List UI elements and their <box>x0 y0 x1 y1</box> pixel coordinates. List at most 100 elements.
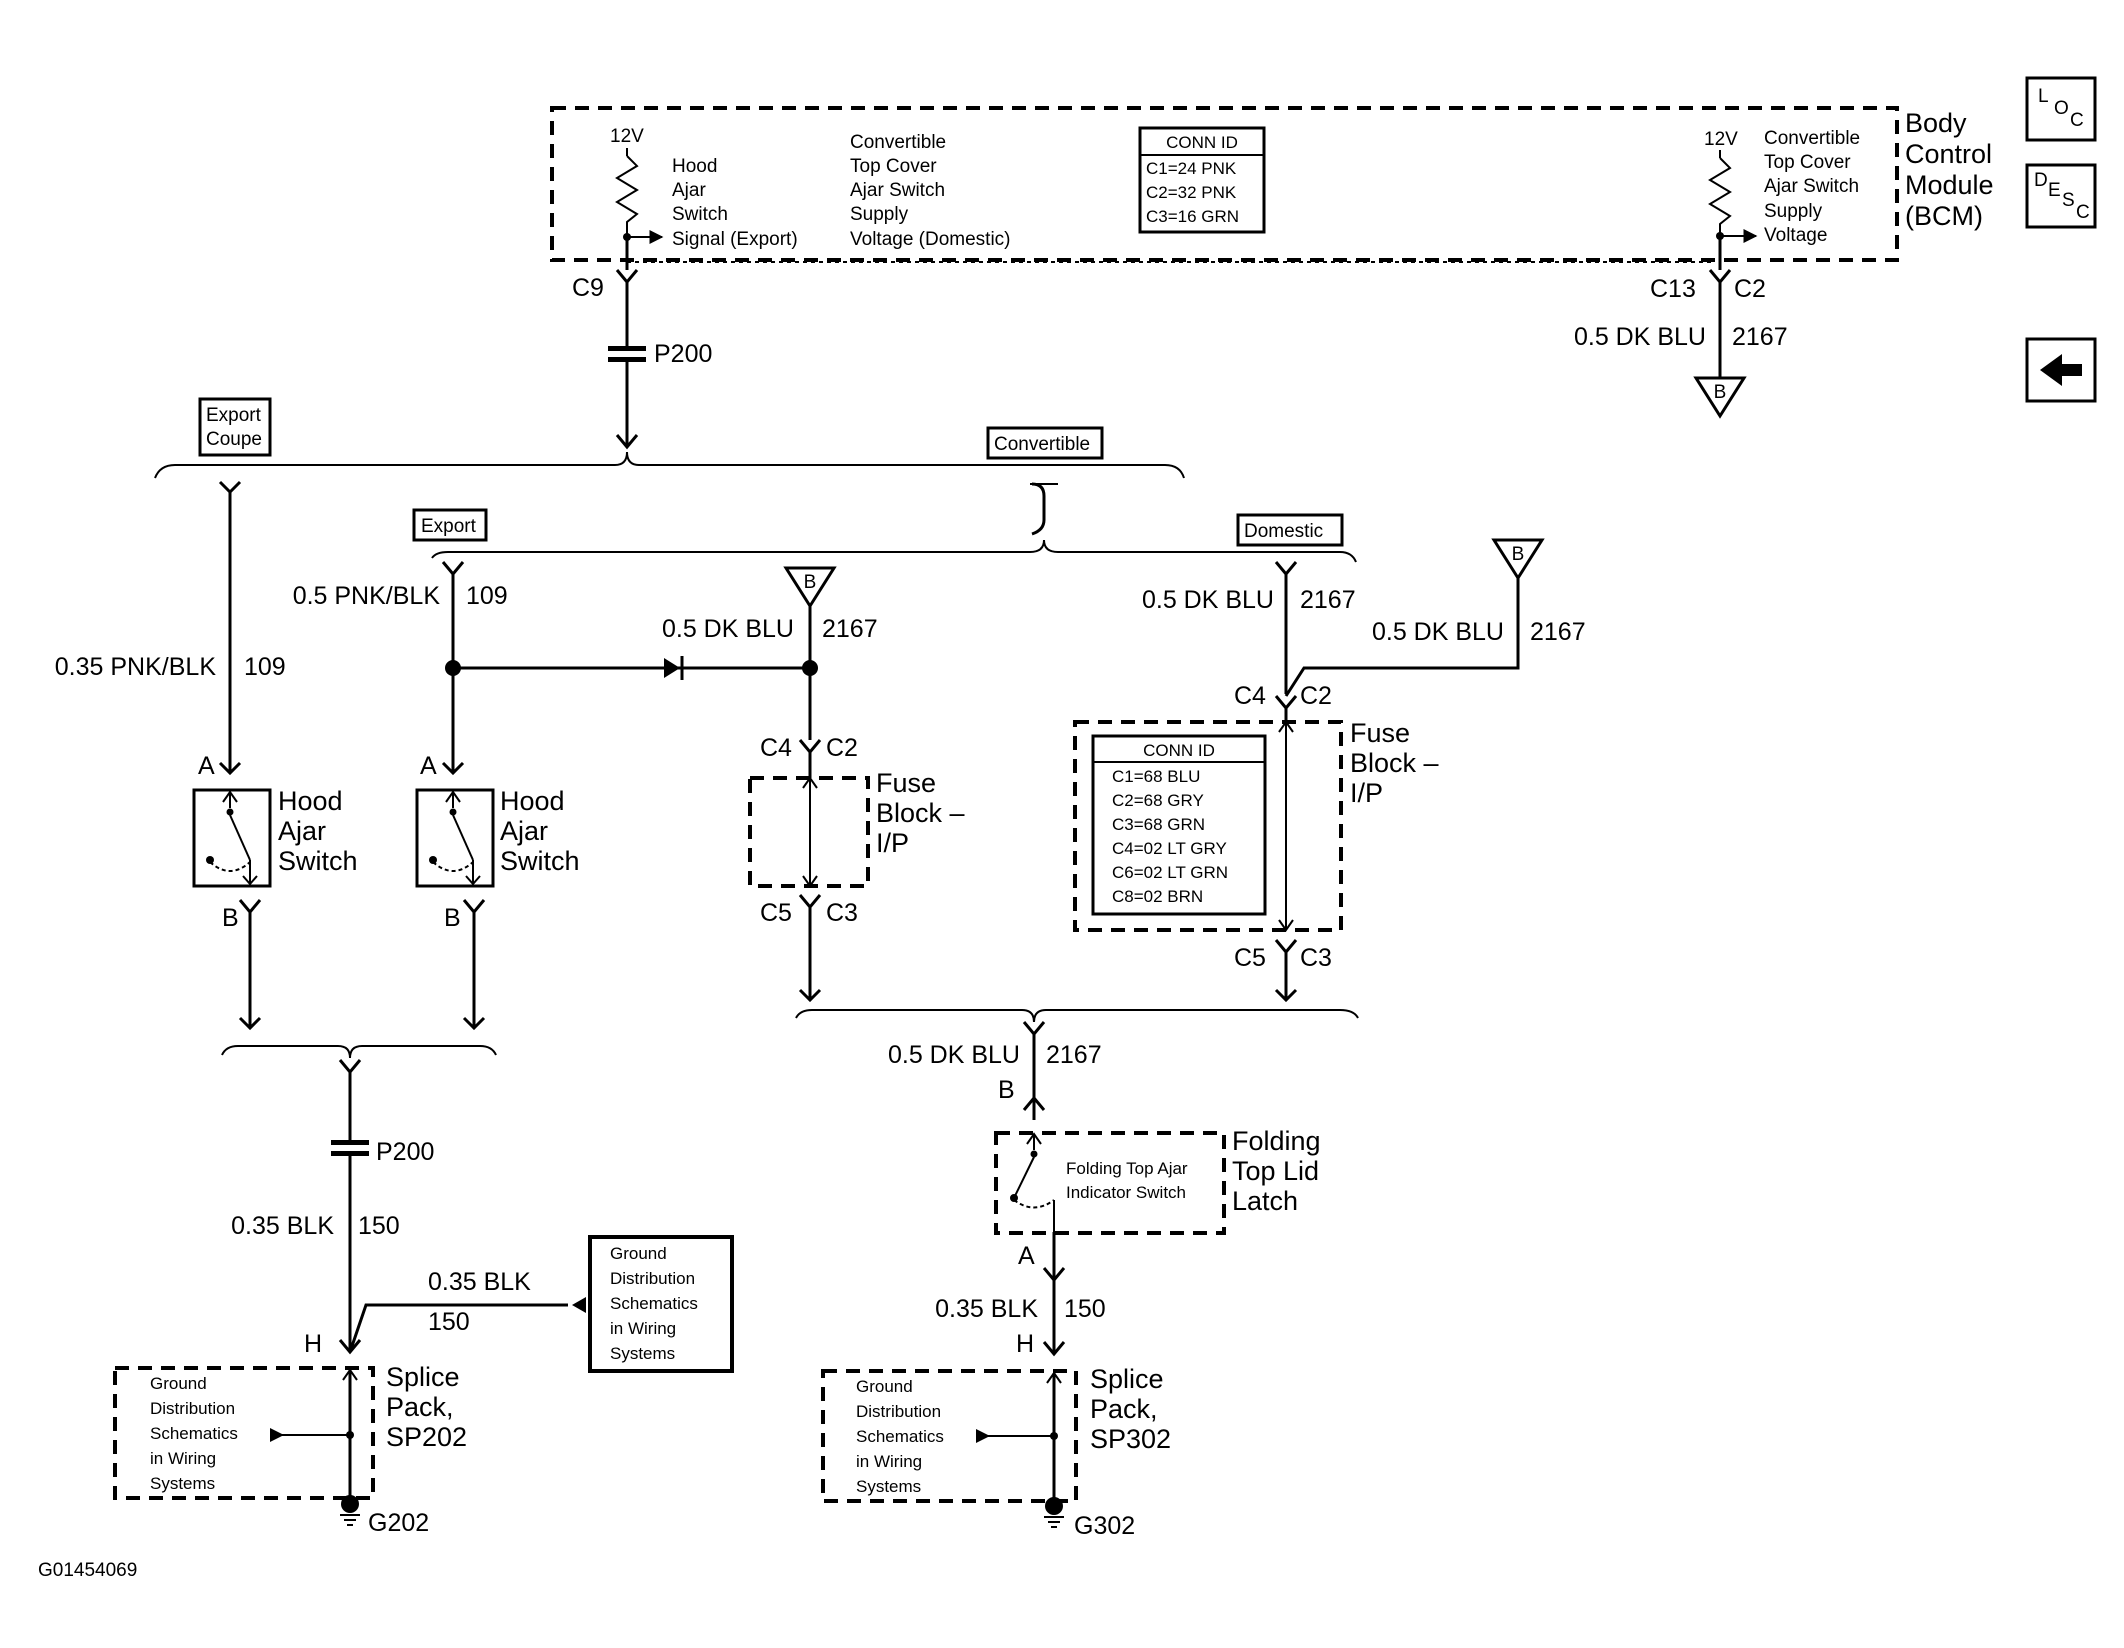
splice-right-pin-h: H <box>1016 1330 1034 1358</box>
right-fuse-run: 0.5 DK BLU 2167 B 0.5 DK BLU 2167 C4 C2 <box>1142 538 1586 722</box>
option-bracket-export-domestic: Export Domestic <box>412 508 1357 563</box>
export-hood-run: 0.5 PNK/BLK 109 A <box>293 561 812 780</box>
circuit-bcm-right: 2167 <box>1732 323 1788 351</box>
bracket-lower-right <box>795 1009 1359 1023</box>
hood-right-pin-b: B <box>444 904 461 932</box>
desc-button[interactable]: D E S C <box>2025 163 2097 229</box>
bcm-pullup-right: 12V <box>1704 129 1758 270</box>
svg-text:12V: 12V <box>1704 129 1738 150</box>
svg-text:Fuse Block – I/P: Fuse Block – I/P <box>1350 718 1446 808</box>
fuse-block-mid: Fuse Block – I/P <box>748 768 972 888</box>
left-hood-return: B <box>222 899 262 1031</box>
svg-text:Splice Pack, SP202: Splice Pack, SP202 <box>386 1362 467 1452</box>
svg-text:Domestic: Domestic <box>1244 521 1323 542</box>
folding-top-ajar-switch: Folding Top Ajar Indicator Switch Foldin… <box>994 1126 1328 1235</box>
option-bracket-top: Export Coupe Convertible <box>154 397 1185 536</box>
svg-text:Ground Distribution: Ground Distribution Schematics in Wiring… <box>610 1244 703 1363</box>
pin-c9: C9 <box>572 274 604 302</box>
svg-text:C3=16 GRN: C3=16 GRN <box>1146 207 1239 226</box>
ground-ref-box: Ground Distribution Schematics in Wiring… <box>588 1235 734 1373</box>
svg-text:CONN ID: CONN ID <box>1143 741 1215 760</box>
bcm-c9-run: C9 P200 <box>572 269 712 450</box>
circuit-right-b: 2167 <box>1530 618 1586 646</box>
loc-button[interactable]: L O C <box>2025 76 2097 142</box>
right-fuse-return: C5 C3 <box>1234 939 1332 1003</box>
circuit-gnd-right: 150 <box>1064 1295 1106 1323</box>
option-convertible <box>986 426 1104 460</box>
p200-top: P200 <box>654 340 712 368</box>
fuse-mid-c4: C4 <box>760 734 792 762</box>
folding-run: 0.5 DK BLU 2167 B <box>888 1021 1102 1120</box>
svg-text:Export: Export <box>206 405 262 426</box>
pin-c13: C13 <box>1650 275 1696 303</box>
svg-text:C: C <box>2076 202 2090 223</box>
circuit-left: 109 <box>244 653 286 681</box>
svg-text:D: D <box>2034 170 2048 191</box>
bracket-lower-left <box>221 1045 497 1059</box>
circuit-export: 109 <box>466 582 508 610</box>
wire-mid: 0.5 DK BLU <box>662 615 794 643</box>
back-button[interactable] <box>2025 337 2097 403</box>
hood-right-pin-a: A <box>420 752 437 780</box>
wire-export: 0.5 PNK/BLK <box>293 582 441 610</box>
bcm-c13-run: C13 C2 0.5 DK BLU 2167 B <box>1574 269 1788 419</box>
svg-text:Coupe: Coupe <box>206 429 262 450</box>
ground-run-left: P200 0.35 BLK 150 0.35 BLK 150 H <box>231 1059 586 1358</box>
fuse-right-c4: C4 <box>1234 682 1266 710</box>
svg-text:Folding Top Lid La: Folding Top Lid Latch <box>1232 1126 1328 1216</box>
figure-id: G01454069 <box>38 1560 137 1581</box>
pin-c2-bcm: C2 <box>1734 275 1766 303</box>
svg-text:12V: 12V <box>610 126 644 147</box>
bcm-title: Body Control Module (BCM) <box>1905 108 2001 231</box>
svg-text:Folding Top Ajar Indicat: Folding Top Ajar Indicator Switch <box>1066 1159 1192 1202</box>
conv-supply-label-left: Convertible Top Cover Ajar Switch Supply… <box>850 132 1011 250</box>
option-export-coupe <box>198 397 272 457</box>
fuse-right-c5: C5 <box>1234 944 1266 972</box>
fuse-right-c3: C3 <box>1300 944 1332 972</box>
p200-bottom: P200 <box>376 1138 434 1166</box>
hood-left-pin-a: A <box>198 752 215 780</box>
svg-text:CONN ID: CONN ID <box>1166 133 1238 152</box>
circuit-bottom-mid: 2167 <box>1046 1041 1102 1069</box>
wire-gnd-left: 0.35 BLK <box>231 1212 334 1240</box>
export-hood-return: B <box>444 899 486 1031</box>
option-domestic <box>1236 513 1344 547</box>
back-arrow-icon <box>2040 354 2082 386</box>
svg-text:Splice Pack, SP302: Splice Pack, SP302 <box>1090 1364 1171 1454</box>
wire-left: 0.35 PNK/BLK <box>55 653 217 681</box>
svg-text:C1=68 BLU C2=68 GRY: C1=68 BLU C2=68 GRY C3=68 GRN C4=02 LT G… <box>1112 767 1233 906</box>
folding-pin-a: A <box>1018 1242 1035 1270</box>
splice-pack-sp202: Ground Distribution Schematics in Wiring… <box>113 1362 467 1537</box>
mid-fuse-run: B 0.5 DK BLU 2167 C4 C2 <box>662 566 878 778</box>
svg-text:L: L <box>2038 86 2049 107</box>
bcm-conn-id-table: CONN ID C1=24 PNK C2=32 PNK C3=16 GRN <box>1138 126 1266 234</box>
bcm-outline <box>550 106 1899 262</box>
mid-fuse-return: C5 C3 <box>760 894 858 1003</box>
option-export <box>412 508 488 542</box>
circuit-gnd-left: 150 <box>358 1212 400 1240</box>
svg-text:Fuse Block – I/P: Fuse Block – I/P <box>876 768 972 858</box>
svg-text:C1=24 PNK: C1=24 PNK <box>1146 159 1237 178</box>
wire-bottom-mid: 0.5 DK BLU <box>888 1041 1020 1069</box>
folding-return: A 0.35 BLK 150 H <box>935 1232 1106 1358</box>
bcm-pullup-left: 12V <box>610 126 664 270</box>
hood-signal-label: Hood Ajar Switch Signal (Export) <box>672 156 798 250</box>
hood-ajar-switch-left: Hood Ajar Switch <box>192 786 358 888</box>
svg-text:C: C <box>2070 110 2084 131</box>
svg-text:Ground Distribution: Ground Distribution Schematics in Wiring… <box>150 1374 243 1493</box>
left-hood-run: 0.35 PNK/BLK 109 A <box>55 480 286 780</box>
conv-supply-label-right: Convertible Top Cover Ajar Switch Supply… <box>1764 128 1865 246</box>
hood-right-label: Hood Ajar Switch <box>500 786 580 876</box>
wire-gnd-right: 0.35 BLK <box>935 1295 1038 1323</box>
ground-g202: G202 <box>368 1509 429 1537</box>
fuse-mid-c5: C5 <box>760 899 792 927</box>
bcm-module: Body Control Module (BCM) 12V Hood Ajar … <box>550 106 2001 270</box>
fuse-block-right: CONN ID C1=68 BLU C2=68 GRY C3=68 GRN C4… <box>1073 718 1446 932</box>
wire-domestic: 0.5 DK BLU <box>1142 586 1274 614</box>
hood-left-label: Hood Ajar Switch <box>278 786 358 876</box>
fuse-right-c2: C2 <box>1300 682 1332 710</box>
fuse-mid-c3: C3 <box>826 899 858 927</box>
ground-g302: G302 <box>1074 1512 1135 1540</box>
circuit-mid: 2167 <box>822 615 878 643</box>
